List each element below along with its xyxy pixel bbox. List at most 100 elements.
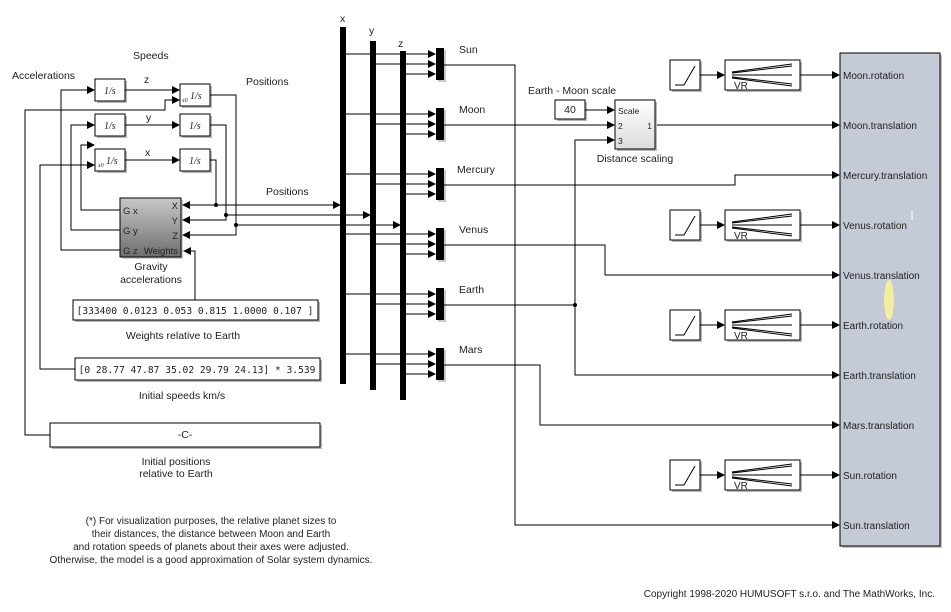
sink-port-sun-translation: Sun.translation — [843, 521, 910, 532]
integrator-position-z[interactable]: x0 1/s — [179, 83, 212, 108]
positions-caption-1: Initial positions — [142, 456, 211, 468]
gravity-in-weights: Weights — [144, 246, 178, 257]
wire-pos-y-a — [210, 124, 227, 215]
mux-earth[interactable]: Earth — [346, 284, 484, 322]
integrator-speed-x[interactable]: x0 1/s — [94, 148, 127, 173]
rotation-chain-3[interactable]: VR — [669, 459, 840, 492]
positions-label-top: Positions — [246, 76, 289, 88]
sink-port-moon-rotation: Moon.rotation — [843, 71, 904, 82]
svg-text:1/s: 1/s — [104, 121, 116, 132]
wire-initial-speeds — [39, 161, 95, 370]
ramp-icon — [675, 215, 696, 236]
wire-gy — [70, 121, 120, 231]
wire-venus-translation — [444, 244, 840, 279]
gravity-in-x: X — [172, 201, 179, 212]
sink-port-venus-rotation: Venus.rotation — [843, 221, 907, 232]
speeds-caption: Initial speeds km/s — [139, 390, 225, 402]
distance-scaling-block[interactable]: Scale 2 3 1 — [614, 99, 657, 151]
sink-port-earth-translation: Earth.translation — [843, 371, 916, 382]
speeds-label: Speeds — [133, 50, 169, 62]
wire-mars-translation — [444, 364, 840, 429]
gravity-out-gy: G y — [123, 226, 138, 237]
integrator-speed-y[interactable]: 1/s — [94, 113, 127, 138]
vr-sun-preview — [884, 280, 894, 320]
demux-bus-y[interactable] — [370, 41, 376, 390]
sink-port-mars-translation: Mars.translation — [843, 421, 914, 432]
vr-label: VR — [734, 331, 748, 342]
demux-bus-x[interactable] — [340, 27, 346, 384]
mux-label-sun: Sun — [459, 44, 478, 56]
rotation-chain-0[interactable]: VR — [669, 59, 840, 92]
weights-caption: Weights relative to Earth — [126, 330, 240, 342]
svg-text:1/s: 1/s — [189, 121, 201, 132]
wire-pos-z-a — [210, 94, 237, 225]
weights-constant-block[interactable]: [333400 0.0123 0.053 0.815 1.0000 0.107 … — [72, 299, 320, 322]
ramp-icon — [675, 65, 696, 86]
gravity-out-gx: G x — [123, 206, 138, 217]
gravity-caption-2: accelerations — [120, 274, 182, 286]
wire-gravity-y — [182, 215, 227, 224]
ramp-icon — [675, 315, 696, 336]
svg-text:3: 3 — [618, 136, 623, 146]
bus-x-label: x — [340, 13, 346, 25]
speed-z-label: z — [144, 74, 149, 86]
scale-caption: Distance scaling — [597, 153, 674, 165]
accelerations-label: Accelerations — [12, 70, 75, 82]
scale-constant-block[interactable]: 40 — [554, 99, 587, 121]
gravity-accelerations-block[interactable]: G x G y G z X Y Z Weights — [119, 197, 183, 259]
wire-pos-x-a — [210, 159, 217, 205]
gravity-in-y: Y — [172, 216, 179, 227]
svg-text:x0: x0 — [181, 98, 188, 104]
wire-sun-translation — [444, 64, 840, 529]
speed-y-label: y — [146, 112, 152, 124]
mux-mars[interactable]: Mars — [346, 344, 482, 382]
vr-label: VR — [734, 481, 748, 492]
svg-text:1/s: 1/s — [189, 156, 201, 167]
note-line: their distances, the distance between Mo… — [92, 529, 330, 540]
positions-value: -C- — [178, 429, 193, 441]
wire-initial-positions — [24, 96, 180, 436]
initial-speeds-block[interactable]: [0 28.77 47.87 35.02 29.79 24.13] * 3.53… — [74, 357, 322, 382]
integrator-position-x[interactable]: 1/s — [179, 148, 212, 173]
sink-port-sun-rotation: Sun.rotation — [843, 471, 897, 482]
svg-text:1/s: 1/s — [106, 156, 118, 167]
bus-y-label: y — [369, 25, 375, 37]
integrator-speed-z[interactable]: 1/s — [94, 78, 127, 103]
vr-icon — [731, 463, 793, 487]
sink-port-moon-translation: Moon.translation — [843, 121, 917, 132]
note-line: and rotation speeds of planets about the… — [73, 542, 349, 553]
mux-venus[interactable]: Venus — [346, 224, 488, 262]
demux-bus-z[interactable] — [400, 51, 406, 400]
vr-label: VR — [734, 81, 748, 92]
mux-label-earth: Earth — [459, 284, 484, 296]
integrator-position-y[interactable]: 1/s — [179, 113, 212, 138]
svg-text:Scale: Scale — [618, 106, 640, 116]
initial-positions-block[interactable]: -C- — [49, 422, 322, 449]
sink-port-mercury-translation: Mercury.translation — [843, 171, 927, 182]
ramp-block — [669, 59, 701, 91]
positions-caption-2: relative to Earth — [139, 468, 213, 480]
ramp-block — [669, 459, 701, 491]
vr-icon — [731, 313, 793, 337]
mux-mercury[interactable]: Mercury — [346, 164, 496, 202]
mux-sun[interactable]: Sun — [346, 44, 478, 82]
note-line: (*) For visualization purposes, the rela… — [86, 516, 337, 527]
wire-mercury-translation — [444, 171, 840, 186]
rotation-chain-2[interactable]: VR — [669, 309, 840, 342]
vr-sink-block[interactable] — [839, 52, 942, 548]
wire-gravity-z — [182, 225, 237, 239]
mux-label-moon: Moon — [459, 104, 485, 116]
bus-z-label: z — [398, 38, 403, 50]
wire-earth-to-scale — [574, 136, 615, 305]
ramp-block — [669, 309, 701, 341]
ramp-block — [669, 209, 701, 241]
mux-moon[interactable]: Moon — [346, 104, 485, 142]
wire-earth-translation — [444, 304, 840, 379]
vr-icon — [731, 213, 793, 237]
svg-text:2: 2 — [618, 121, 623, 131]
sink-port-venus-translation: Venus.translation — [843, 271, 920, 282]
rotation-chain-1[interactable]: VR — [669, 209, 840, 242]
svg-text:x0: x0 — [97, 163, 104, 169]
positions-label-mid: Positions — [266, 186, 309, 198]
sink-port-earth-rotation: Earth.rotation — [843, 321, 903, 332]
